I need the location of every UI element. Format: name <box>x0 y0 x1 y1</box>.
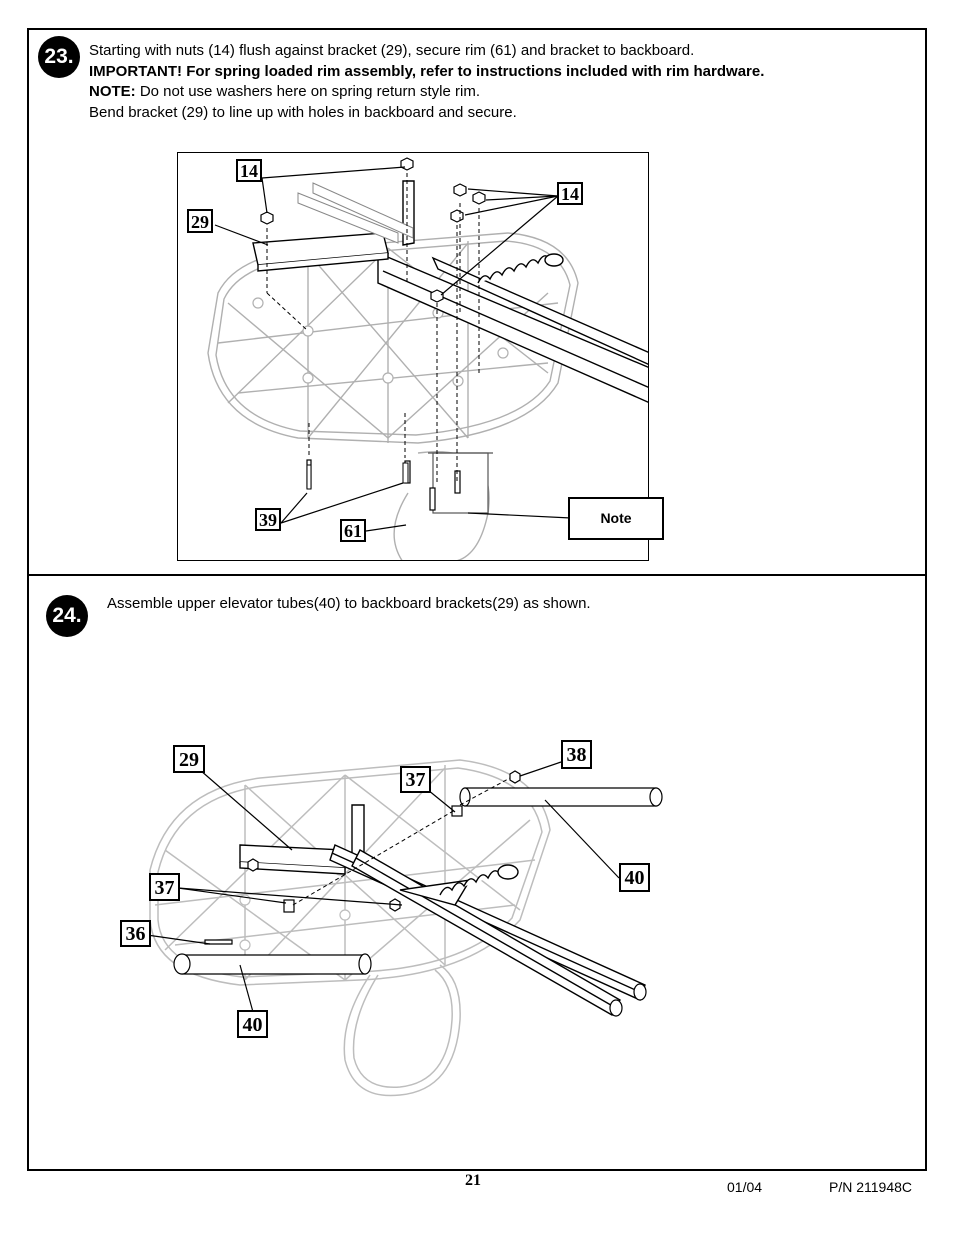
callout-36: 36 <box>120 920 151 947</box>
callout-37-lower: 37 <box>149 873 180 901</box>
callout-14-left: 14 <box>236 159 262 182</box>
callout-37-upper: 37 <box>400 766 431 793</box>
step-23-line-4: Bend bracket (29) to line up with holes … <box>89 103 517 121</box>
callout-14-right: 14 <box>557 182 583 205</box>
step-23-important: IMPORTANT! For spring loaded rim assembl… <box>89 62 765 80</box>
step-24-text: Assemble upper elevator tubes(40) to bac… <box>107 595 591 612</box>
callout-29-step24: 29 <box>173 745 205 773</box>
step-23-line-1: Starting with nuts (14) flush against br… <box>89 42 695 59</box>
part-number: P/N 211948C <box>829 1179 913 1195</box>
callout-61: 61 <box>340 519 366 542</box>
step-24-panel <box>27 574 927 1171</box>
note-text: Do not use washers here on spring return… <box>139 83 480 100</box>
callout-38: 38 <box>561 740 592 769</box>
step-24-instructions: Assemble upper elevator tubes(40) to bac… <box>107 594 591 615</box>
note-prefix: NOTE: <box>89 83 136 100</box>
step-23-figure <box>177 152 649 561</box>
callout-40-lower: 40 <box>237 1010 268 1038</box>
page-number: 21 <box>465 1172 481 1189</box>
step-23-illustration <box>207 157 648 560</box>
date-code: 01/04 <box>727 1179 763 1195</box>
step-24-badge: 24. <box>46 595 88 637</box>
callout-40-right: 40 <box>619 863 650 892</box>
step-23-note-line: NOTE: Do not use washers here on spring … <box>89 82 764 103</box>
callout-29: 29 <box>187 209 213 233</box>
callout-39: 39 <box>255 508 281 531</box>
step-23-badge: 23. <box>38 36 80 78</box>
note-callout: Note <box>568 497 664 540</box>
step-23-instructions: Starting with nuts (14) flush against br… <box>89 41 764 123</box>
